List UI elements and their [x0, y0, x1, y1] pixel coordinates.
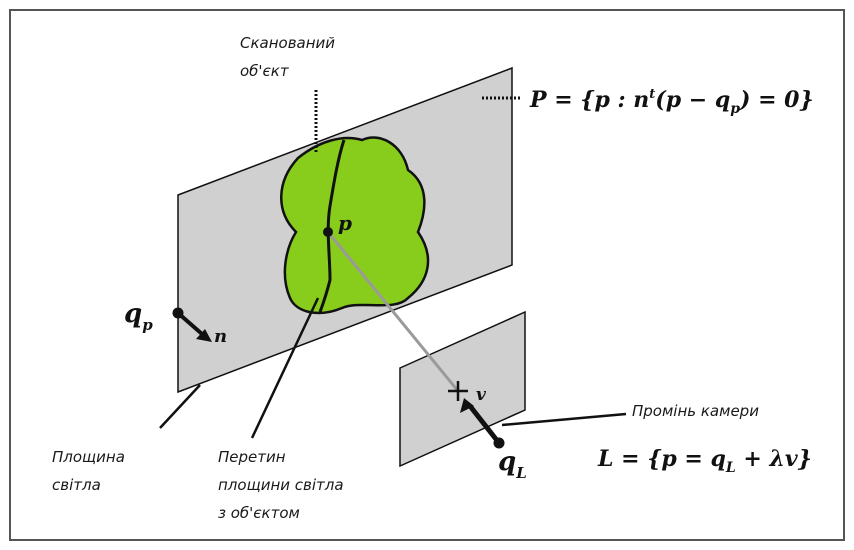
label-scanned-object: Сканований об'єкт	[240, 34, 340, 80]
camera-ray	[326, 231, 460, 392]
point-qp	[172, 307, 184, 319]
intersection-curve	[318, 139, 346, 313]
symbol-n: n	[214, 326, 227, 347]
symbol-v: v	[476, 385, 487, 405]
v-arrowhead	[460, 398, 474, 413]
point-p	[323, 227, 333, 237]
label-camera-ray: Промінь камери	[632, 402, 759, 420]
leader-light-plane	[159, 384, 201, 429]
camera-plane	[399, 310, 526, 468]
v-arrow-shaft	[468, 404, 501, 445]
symbol-ql: qL	[498, 447, 527, 482]
label-light-plane: Площина світла	[52, 448, 130, 494]
symbol-qp: qp	[124, 299, 153, 334]
point-ql	[493, 437, 505, 449]
line-equation: L = {p = qL + λv}	[597, 446, 812, 476]
scanned-object	[280, 136, 430, 315]
leader-intersection	[250, 297, 320, 439]
leader-camera-ray	[501, 412, 627, 427]
plane-equation: P = {p : nt(p − qp) = 0}	[529, 87, 814, 117]
normal-arrowhead	[196, 329, 212, 342]
symbol-p: p	[338, 211, 352, 235]
label-intersection: Перетин площини світла з об'єктом	[218, 448, 348, 522]
